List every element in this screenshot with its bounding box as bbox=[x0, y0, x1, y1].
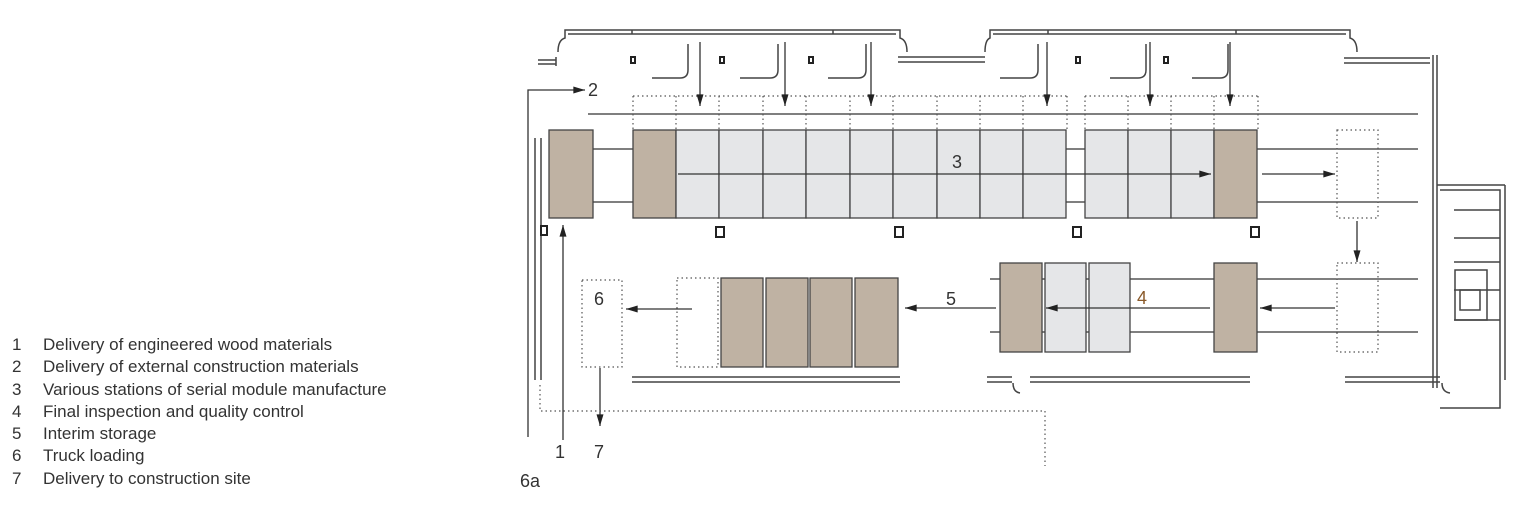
storage-module bbox=[765, 277, 809, 368]
building-walls bbox=[534, 29, 1506, 409]
label-3: 3 bbox=[952, 152, 962, 172]
legend-number: 5 bbox=[12, 424, 22, 444]
legend-text: Delivery of engineered wood materials bbox=[43, 335, 333, 354]
site-boundary-line bbox=[539, 385, 1046, 466]
column bbox=[719, 56, 725, 64]
legend-item: 7 Delivery to construction site bbox=[12, 468, 387, 490]
module-station bbox=[632, 129, 677, 219]
legend-item: 5 Interim storage bbox=[12, 423, 387, 445]
legend-item: 2 Delivery of external construction mater… bbox=[12, 356, 387, 378]
legend-item: 1 Delivery of engineered wood materials bbox=[12, 334, 387, 356]
label-7: 7 bbox=[594, 442, 604, 462]
transfer-position bbox=[1336, 129, 1379, 219]
column bbox=[1163, 56, 1169, 64]
figure-label-6a: 6a bbox=[520, 471, 541, 491]
column bbox=[540, 225, 548, 236]
storage-module bbox=[809, 277, 853, 368]
storage-module bbox=[854, 277, 899, 368]
module-station bbox=[1213, 129, 1258, 219]
legend-number: 6 bbox=[12, 446, 22, 466]
legend-number: 1 bbox=[12, 335, 22, 354]
structural-columns bbox=[540, 56, 1260, 238]
label-6: 6 bbox=[594, 289, 604, 309]
plan-labels: 1 2 3 4 5 6 7 6a bbox=[520, 80, 1147, 491]
legend-item: 6 Truck loading bbox=[12, 445, 387, 467]
column bbox=[715, 226, 725, 238]
storage-module bbox=[720, 277, 764, 368]
legend-item: 3 Various stations of serial module manuf… bbox=[12, 379, 387, 401]
column bbox=[630, 56, 636, 64]
module-station bbox=[999, 262, 1043, 353]
label-2: 2 bbox=[588, 80, 598, 100]
column bbox=[1075, 56, 1081, 64]
legend-text: Delivery of external construction materi… bbox=[43, 357, 359, 377]
module-station bbox=[548, 129, 594, 219]
column bbox=[1072, 226, 1082, 238]
legend: 1 Delivery of engineered wood materials 2… bbox=[12, 334, 387, 490]
module-station bbox=[1213, 262, 1258, 353]
legend-number: 2 bbox=[12, 357, 22, 377]
column bbox=[1250, 226, 1260, 238]
column bbox=[808, 56, 814, 64]
label-5: 5 bbox=[946, 289, 956, 309]
transfer-position bbox=[1336, 262, 1379, 353]
arrow-external-delivery bbox=[527, 86, 585, 437]
legend-number: 3 bbox=[12, 379, 22, 399]
legend-text: Various stations of serial module manufa… bbox=[43, 379, 387, 399]
flow-arrows bbox=[527, 42, 1361, 466]
legend-text: Final inspection and quality control bbox=[43, 401, 304, 421]
legend-item: 4 Final inspection and quality control bbox=[12, 401, 387, 423]
legend-text: Interim storage bbox=[43, 424, 157, 444]
legend-number: 7 bbox=[12, 468, 22, 488]
legend-number: 4 bbox=[12, 401, 22, 421]
legend-text: Delivery to construction site bbox=[43, 468, 251, 488]
label-4: 4 bbox=[1137, 288, 1147, 308]
storage-slot-empty bbox=[676, 277, 719, 368]
column bbox=[894, 226, 904, 238]
legend-text: Truck loading bbox=[43, 446, 145, 466]
label-1: 1 bbox=[555, 442, 565, 462]
